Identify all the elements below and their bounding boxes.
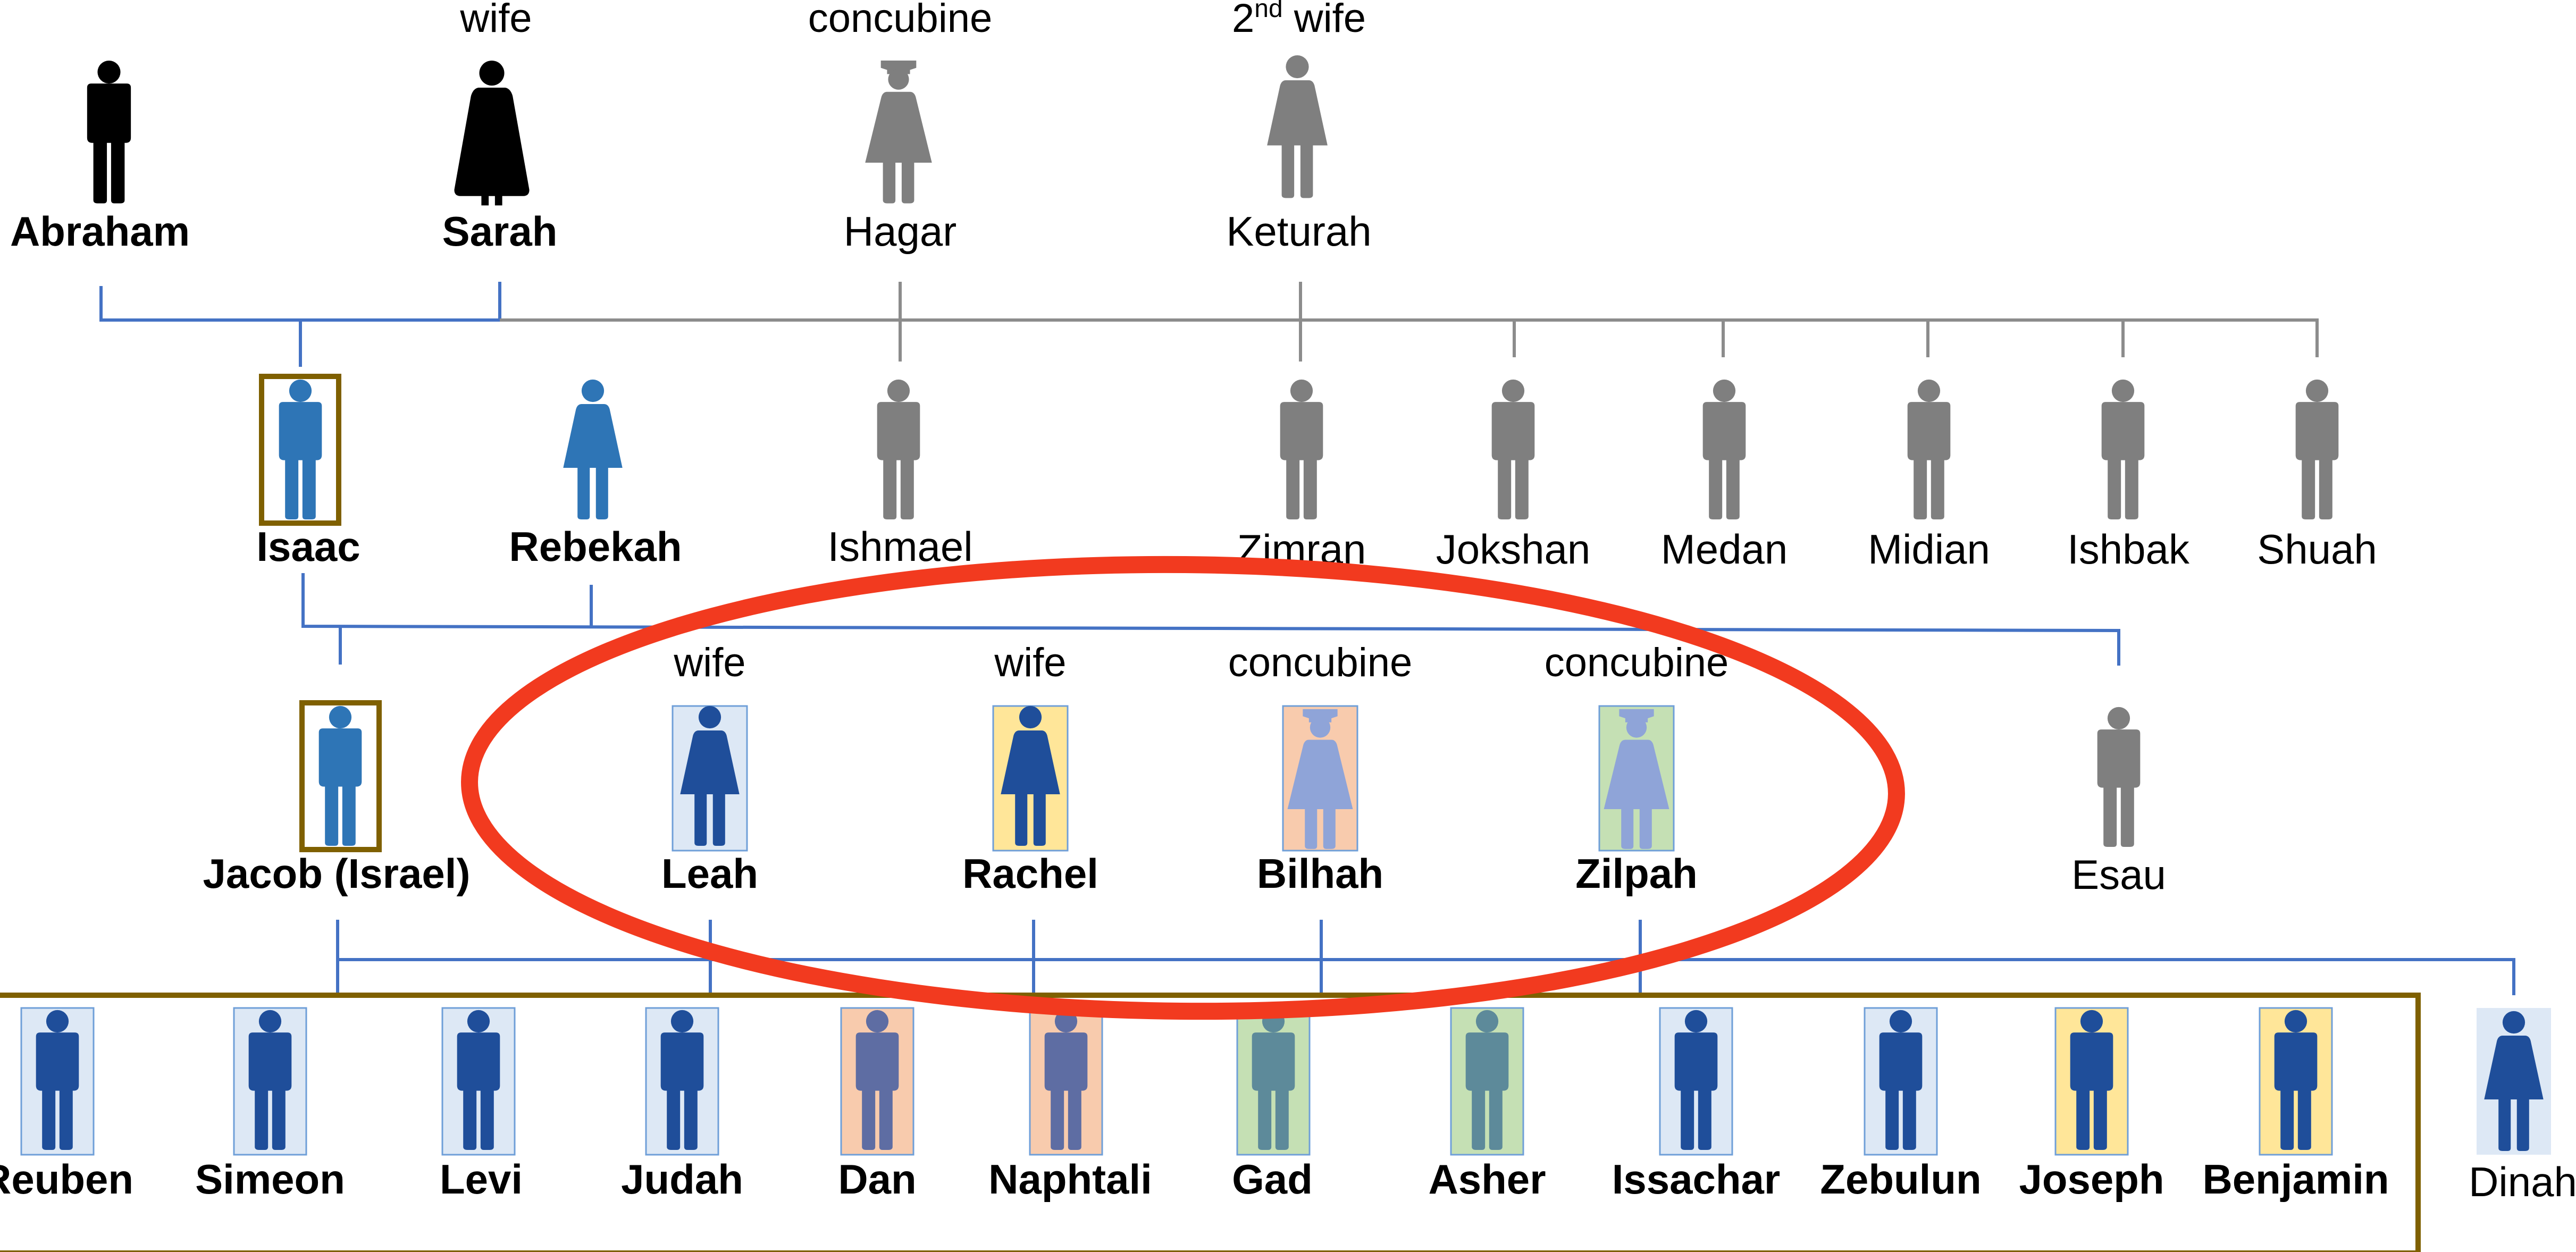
keturah-name: Keturah xyxy=(1226,208,1371,255)
abraham-name: Abraham xyxy=(10,208,190,255)
rachel-name: Rachel xyxy=(962,850,1098,897)
zimran-icon xyxy=(1280,379,1323,519)
ishbak-icon xyxy=(2101,379,2145,519)
jokshan-icon xyxy=(1491,379,1535,519)
medan-name: Medan xyxy=(1661,526,1788,573)
zebulun-name: Zebulun xyxy=(1820,1156,1981,1203)
judah-name: Judah xyxy=(621,1156,743,1203)
dinah-name: Dinah xyxy=(2469,1158,2576,1205)
esau-name: Esau xyxy=(2071,851,2166,898)
jacob-children-line xyxy=(336,920,2515,995)
naphtali-name: Naphtali xyxy=(988,1156,1152,1203)
keturah-icon xyxy=(1267,55,1328,198)
gad-name: Gad xyxy=(1232,1156,1313,1203)
keturah-role: 2nd wife xyxy=(1232,0,1366,41)
twelve-tribes-box xyxy=(0,993,2421,1252)
isaac-icon xyxy=(279,379,322,519)
issachar-name: Issachar xyxy=(1612,1156,1781,1203)
jacob-name: Jacob (Israel) xyxy=(203,850,471,897)
jacob-icon xyxy=(318,705,362,846)
medan-icon xyxy=(1702,379,1746,519)
esau-icon xyxy=(2097,707,2141,847)
jokshan-name: Jokshan xyxy=(1436,526,1591,573)
reuben-name: Reuben xyxy=(0,1156,133,1203)
levi-name: Levi xyxy=(440,1156,523,1203)
joseph-name: Joseph xyxy=(2019,1156,2164,1203)
abraham-sarah-line xyxy=(99,286,1616,322)
rebekah-icon xyxy=(563,379,623,519)
isaac-rebekah-line xyxy=(301,573,2120,666)
zilpah-role: concubine xyxy=(1545,640,1729,685)
bilhah-name: Bilhah xyxy=(1257,850,1383,897)
rachel-role: wife xyxy=(994,640,1066,685)
midian-icon xyxy=(1907,379,1951,519)
simeon-name: Simeon xyxy=(195,1156,345,1203)
dan-name: Dan xyxy=(838,1156,916,1203)
hagar-name: Hagar xyxy=(844,208,956,255)
leah-name: Leah xyxy=(661,850,758,897)
sarah-role: wife xyxy=(459,0,532,41)
hagar-icon xyxy=(865,60,932,204)
bilhah-role: concubine xyxy=(1228,640,1413,685)
isaac-highlight-box xyxy=(259,374,341,526)
asher-name: Asher xyxy=(1428,1156,1546,1203)
shuah-name: Shuah xyxy=(2257,526,2377,573)
sarah-icon xyxy=(454,60,530,206)
zilpah-name: Zilpah xyxy=(1575,850,1698,897)
ishmael-icon xyxy=(877,379,920,519)
shuah-icon xyxy=(2295,379,2339,519)
benjamin-name: Benjamin xyxy=(2202,1156,2389,1203)
hagar-role: concubine xyxy=(808,0,993,41)
midian-name: Midian xyxy=(1868,526,1990,573)
highlight-ellipse xyxy=(461,556,1905,1020)
leah-role: wife xyxy=(673,640,745,685)
sarah-name: Sarah xyxy=(442,208,558,255)
jacob-highlight-box xyxy=(299,700,382,852)
rebekah-name: Rebekah xyxy=(509,523,682,570)
isaac-name: Isaac xyxy=(256,523,360,570)
ishbak-name: Ishbak xyxy=(2067,526,2190,573)
ishmael-name: Ishmael xyxy=(827,523,972,570)
keturah-children-line xyxy=(500,318,2319,357)
abraham-icon xyxy=(87,60,131,204)
